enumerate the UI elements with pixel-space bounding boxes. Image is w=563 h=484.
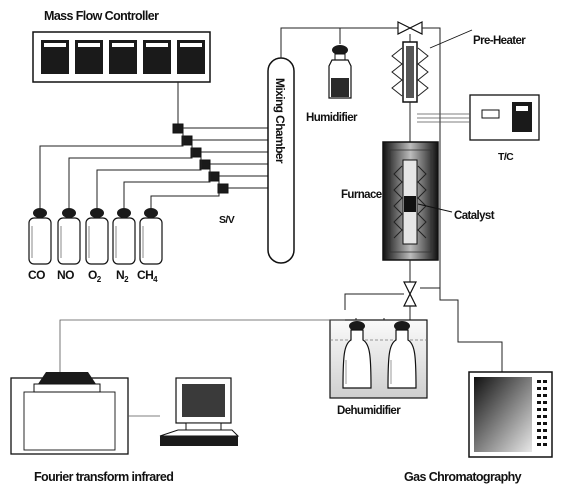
- feed-line: [280, 27, 398, 58]
- gas-labels: CO NO O2 N2 CH4: [28, 268, 159, 284]
- gas-label: O2: [88, 268, 102, 284]
- pre-heater: [391, 41, 429, 103]
- gc-label: Gas Chromatography: [404, 470, 522, 484]
- heater-coil-icon: [391, 47, 429, 97]
- cylinder-lines: [39, 133, 220, 208]
- mass-flow-controller: [32, 31, 211, 83]
- furnace-label: Furnace: [341, 189, 382, 201]
- furnace: [382, 141, 439, 261]
- humidifier-label: Humidifier: [306, 112, 358, 124]
- valve-line-left: [344, 293, 404, 310]
- dehumidifier: [329, 318, 428, 399]
- tc-label: T/C: [498, 151, 514, 163]
- mixing-chamber-label: Mixing Chamber: [273, 78, 287, 164]
- valve-icon[interactable]: [403, 281, 417, 307]
- gas-cylinder-icon: [28, 208, 52, 265]
- catalyst-pointer: [417, 203, 453, 213]
- preheater-label: Pre-Heater: [473, 35, 526, 47]
- gas-label: CO: [28, 268, 45, 282]
- valve-icon[interactable]: [397, 21, 423, 35]
- ftir-line: [59, 319, 345, 380]
- catalyst-bed: [404, 196, 416, 212]
- gas-label: N2: [116, 268, 129, 284]
- mfc-label: Mass Flow Controller: [44, 9, 159, 23]
- sv-label: S/V: [219, 214, 235, 226]
- gas-chromatograph: [468, 371, 553, 458]
- gas-label: CH4: [137, 268, 158, 284]
- monitor-icon: [159, 377, 240, 446]
- temperature-controller: [469, 94, 540, 141]
- gas-label: NO: [57, 268, 74, 282]
- gas-cylinder-icon: [139, 208, 163, 265]
- manifold-lines: [183, 127, 268, 189]
- gas-cylinder-icon: [57, 208, 81, 265]
- ftir-spectrometer: [10, 372, 129, 455]
- gc-line: [439, 288, 503, 372]
- ftir-label: Fourier transform infrared: [34, 470, 173, 484]
- preheater-pointer: [429, 29, 473, 49]
- bypass-line: [420, 27, 441, 289]
- gas-cylinders: [28, 208, 163, 265]
- thermocouple-wires: [417, 113, 470, 123]
- mixing-chamber: Mixing Chamber: [267, 57, 295, 264]
- dehumidifier-label: Dehumidifier: [337, 405, 401, 417]
- humidifier: [328, 45, 352, 99]
- gas-cylinder-icon: [112, 208, 136, 265]
- catalyst-label: Catalyst: [454, 210, 495, 222]
- gas-cylinder-icon: [85, 208, 109, 265]
